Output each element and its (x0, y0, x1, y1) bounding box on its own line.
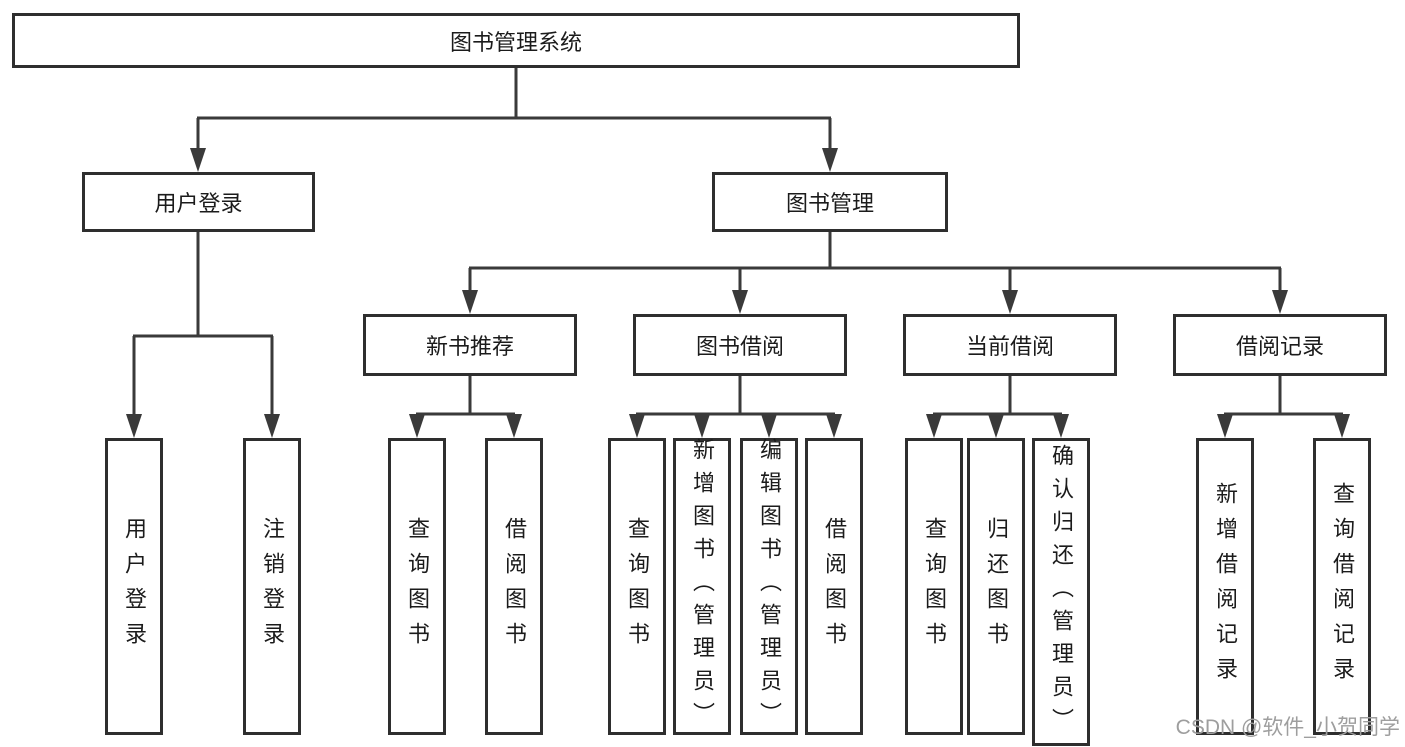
leaf-label: 编辑图书（管理员） (757, 438, 782, 735)
leaf-label: 归还图书 (984, 516, 1009, 657)
leaf-label: 新增图书（管理员） (690, 438, 715, 735)
leaf-label: 查询图书 (625, 516, 650, 657)
leaf-return-books: 归还图书 (967, 438, 1025, 735)
node-label: 图书管理系统 (449, 29, 582, 55)
node-label: 图书借阅 (695, 334, 784, 359)
leaf-borrow-books: 借阅图书 (805, 438, 863, 735)
leaf-user-login: 用户登录 (105, 438, 163, 735)
node-label: 借阅记录 (1235, 334, 1324, 359)
leaf-confirm-return-admin: 确认归还（管理员） (1032, 438, 1090, 746)
leaf-label: 查询图书 (922, 516, 947, 657)
node-label: 图书管理 (785, 191, 874, 216)
node-borrowing-records: 借阅记录 (1173, 314, 1387, 376)
node-label: 当前借阅 (965, 334, 1054, 359)
leaf-query-books-borrow: 查询图书 (608, 438, 666, 735)
node-library-management-system: 图书管理系统 (12, 13, 1020, 68)
leaf-logout: 注销登录 (243, 438, 301, 735)
node-new-book-recommendation: 新书推荐 (363, 314, 577, 376)
leaf-label: 查询图书 (405, 516, 430, 657)
node-label: 用户登录 (154, 191, 243, 216)
leaf-label: 新增借阅记录 (1213, 481, 1238, 692)
node-label: 新书推荐 (425, 334, 514, 359)
leaf-label: 查询借阅记录 (1330, 481, 1355, 692)
node-book-management: 图书管理 (712, 172, 948, 232)
leaf-query-books-recommend: 查询图书 (388, 438, 446, 735)
arrowheads (126, 148, 1350, 438)
leaf-edit-books-admin: 编辑图书（管理员） (740, 438, 798, 735)
node-user-login: 用户登录 (82, 172, 315, 232)
leaf-add-borrow-record: 新增借阅记录 (1196, 438, 1254, 735)
leaf-borrow-books-recommend: 借阅图书 (485, 438, 543, 735)
node-current-borrowing: 当前借阅 (903, 314, 1117, 376)
node-book-borrowing: 图书借阅 (633, 314, 847, 376)
leaf-add-books-admin: 新增图书（管理员） (673, 438, 731, 735)
leaf-label: 借阅图书 (822, 516, 847, 657)
csdn-watermark: CSDN @软件_小贺同学 (1175, 716, 1400, 739)
leaf-label: 注销登录 (260, 516, 285, 657)
leaf-query-books-current: 查询图书 (905, 438, 963, 735)
leaf-label: 确认归还（管理员） (1049, 443, 1074, 741)
leaf-query-borrow-record: 查询借阅记录 (1313, 438, 1371, 735)
leaf-label: 用户登录 (122, 516, 147, 657)
leaf-label: 借阅图书 (502, 516, 527, 657)
